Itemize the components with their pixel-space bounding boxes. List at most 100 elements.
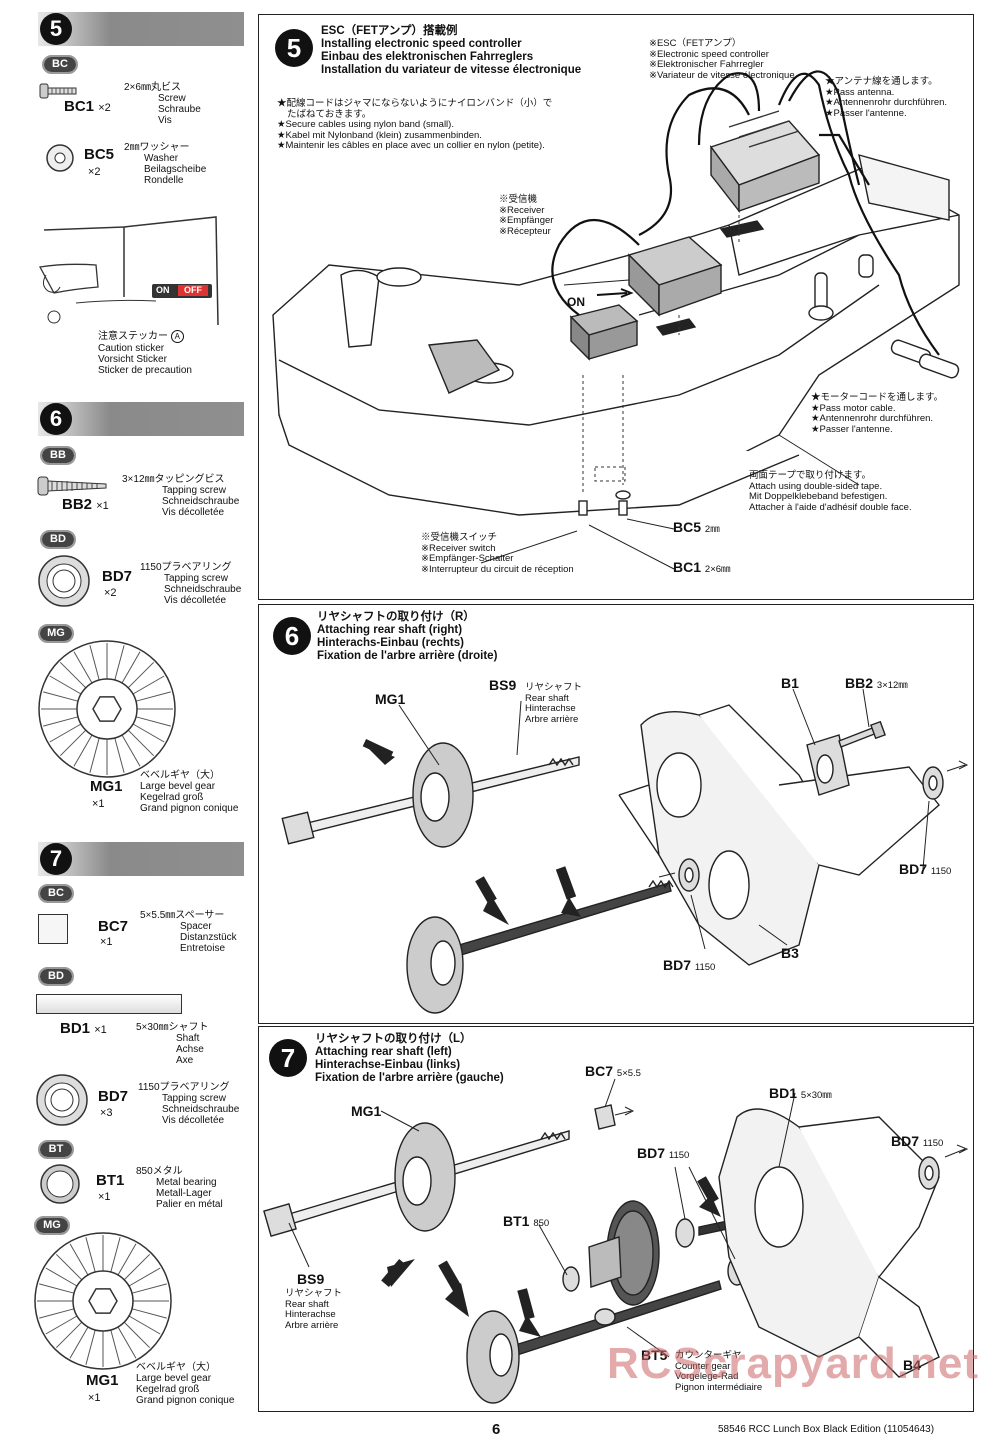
- part-qty: ×1: [88, 1392, 101, 1404]
- step-number: 5: [40, 13, 72, 45]
- spacer-icon: [38, 914, 68, 944]
- part-qty: ×2: [98, 102, 111, 114]
- shaft-icon: [36, 994, 182, 1014]
- page-number: 6: [492, 1421, 501, 1438]
- bevel-gear-icon: [38, 640, 176, 778]
- esc-note: ※ESC（FETアンプ） ※Electronic speed controlle…: [649, 38, 795, 81]
- step-number: 7: [40, 843, 72, 875]
- bd7-callout-right: BD7 1150: [899, 861, 952, 877]
- step-5-header: 5: [38, 12, 244, 46]
- bag-label: BC: [42, 55, 78, 74]
- bag-label: MG: [38, 624, 74, 643]
- part-code: MG1: [90, 778, 123, 795]
- part-description: 1150プラベアリング Tapping screw Schneidschraub…: [140, 562, 242, 606]
- step-7-panel: 7 リヤシャフトの取り付け（L） Attaching rear shaft (l…: [258, 1026, 974, 1412]
- step-number: 5: [275, 29, 313, 67]
- part-qty: ×1: [94, 1024, 107, 1036]
- bt1-callout: BT1 850: [503, 1213, 550, 1229]
- part-qty: ×1: [96, 500, 109, 512]
- on-label: ON: [567, 295, 585, 309]
- rear-shaft-left-diagram: [263, 1078, 969, 1404]
- part-description: 3×12㎜タッピングビス Tapping screw Schneidschrau…: [122, 474, 240, 518]
- bag-label: BB: [40, 446, 76, 465]
- step-title: リヤシャフトの取り付け（L） Attaching rear shaft (lef…: [315, 1033, 504, 1084]
- part-description: 1150プラベアリング Tapping screw Schneidschraub…: [138, 1082, 240, 1126]
- antenna-note: ★アンテナ線を通します。 ★Pass antenna. ★Antennenroh…: [825, 76, 948, 119]
- step-number: 6: [40, 403, 72, 435]
- bc1-callout: BC1 2×6㎜: [673, 559, 731, 575]
- step-7-header: 7: [38, 842, 244, 876]
- cable-note: ★配線コードはジャマにならないようにナイロンバンド（小）で たばねておきます。 …: [277, 98, 553, 151]
- mg1-callout: MG1: [375, 691, 406, 707]
- double-sided-tape-note: 両面テープで取り付けます。 Attach using double-sided …: [749, 470, 912, 513]
- bs9-callout: BS9: [297, 1271, 325, 1287]
- b4-callout: B4: [903, 1357, 921, 1373]
- caution-sticker-label: 注意ステッカー A Caution sticker Vorsicht Stick…: [98, 330, 192, 376]
- bd7-callout-b: BD7 1150: [891, 1133, 944, 1149]
- bd7-callout-left: BD7 1150: [663, 957, 716, 973]
- rear-shaft-right-diagram: [281, 688, 969, 1014]
- step-6-panel: 6 リヤシャフトの取り付け（R） Attaching rear shaft (r…: [258, 604, 974, 1024]
- bd1-callout: BD1 5×30㎜: [769, 1085, 832, 1101]
- esc-installation-diagram: [272, 70, 960, 570]
- bag-label: BD: [38, 967, 74, 986]
- counter-gear-label: カウンターギヤ Counter gear Vorgelege-Rad Pigno…: [675, 1350, 763, 1393]
- bt5-callout: BT5: [641, 1347, 668, 1363]
- switch-sticker-icon: ON OFF: [152, 284, 212, 298]
- part-qty: ×2: [88, 166, 101, 178]
- b1-callout: B1: [781, 675, 799, 691]
- part-code: BD7: [98, 1088, 129, 1105]
- part-code: BB2: [62, 496, 93, 513]
- part-description: 850メタル Metal bearing Metall-Lager Palier…: [136, 1166, 223, 1210]
- watermark: RCScrapyard.net: [607, 1339, 980, 1388]
- rear-shaft-label: リヤシャフト Rear shaft Hinterachse Arbre arri…: [285, 1288, 343, 1331]
- footer-text: 58546 RCC Lunch Box Black Edition (11054…: [718, 1424, 935, 1435]
- part-qty: ×3: [100, 1107, 113, 1119]
- part-code: BD7: [102, 568, 133, 585]
- step-number: 7: [269, 1039, 307, 1077]
- motor-cable-note: ★モーターコードを通します。 ★Pass motor cable. ★Anten…: [811, 392, 944, 435]
- part-description: 2㎜ワッシャー Washer Beilagscheibe Rondelle: [124, 142, 207, 186]
- step-title: リヤシャフトの取り付け（R） Attaching rear shaft (rig…: [317, 611, 498, 662]
- part-qty: ×2: [104, 587, 117, 599]
- step-6-header: 6: [38, 402, 244, 436]
- receiver-switch-note: ※受信機スイッチ ※Receiver switch ※Empfänger-Sch…: [421, 532, 574, 575]
- part-code: BT1: [96, 1172, 125, 1189]
- part-code: BD1: [60, 1020, 91, 1037]
- bb2-callout: BB2 3×12㎜: [845, 675, 908, 691]
- part-code: BC7: [98, 918, 129, 935]
- part-code: BC1: [64, 98, 95, 115]
- part-qty: ×1: [98, 1191, 111, 1203]
- bag-label: MG: [34, 1216, 70, 1235]
- chassis-switch-illustration: [38, 216, 219, 326]
- part-description: 5×5.5㎜スペーサー Spacer Distanzstück Entretoi…: [140, 910, 237, 954]
- receiver-note: ※受信機 ※Receiver ※Empfänger ※Récepteur: [499, 194, 554, 237]
- bag-label: BD: [40, 530, 76, 549]
- bearing-icon: [36, 1074, 88, 1126]
- bc5-callout: BC5 2㎜: [673, 519, 720, 535]
- bc7-callout: BC7 5×5.5: [585, 1063, 641, 1079]
- bd7-callout-a: BD7 1150: [637, 1145, 690, 1161]
- bag-label: BC: [38, 884, 74, 903]
- bevel-gear-icon: [34, 1232, 172, 1370]
- part-description: ベベルギヤ（大） Large bevel gear Kegelrad groß …: [140, 770, 239, 814]
- step-title: ESC（FETアンプ）搭載例 Installing electronic spe…: [321, 25, 582, 76]
- step-number: 6: [273, 617, 311, 655]
- washer-icon: [46, 144, 74, 172]
- part-qty: ×1: [92, 798, 105, 810]
- bearing-icon: [38, 555, 90, 607]
- tapping-screw-icon: [37, 476, 107, 496]
- b3-callout: B3: [781, 945, 799, 961]
- part-code: BC5: [84, 146, 115, 163]
- screw-icon: [39, 83, 77, 99]
- step-5-panel: 5 ESC（FETアンプ）搭載例 Installing electronic s…: [258, 14, 974, 600]
- rear-shaft-label: リヤシャフト Rear shaft Hinterachse Arbre arri…: [525, 682, 583, 725]
- metal-bearing-icon: [40, 1164, 80, 1204]
- mg1-callout: MG1: [351, 1103, 382, 1119]
- part-description: ベベルギヤ（大） Large bevel gear Kegelrad groß …: [136, 1362, 235, 1406]
- part-code: MG1: [86, 1372, 119, 1389]
- part-description: 2×6㎜丸ビス Screw Schraube Vis: [124, 82, 201, 126]
- part-description: 5×30㎜シャフト Shaft Achse Axe: [136, 1022, 209, 1066]
- bag-label: BT: [38, 1140, 74, 1159]
- part-qty: ×1: [100, 936, 113, 948]
